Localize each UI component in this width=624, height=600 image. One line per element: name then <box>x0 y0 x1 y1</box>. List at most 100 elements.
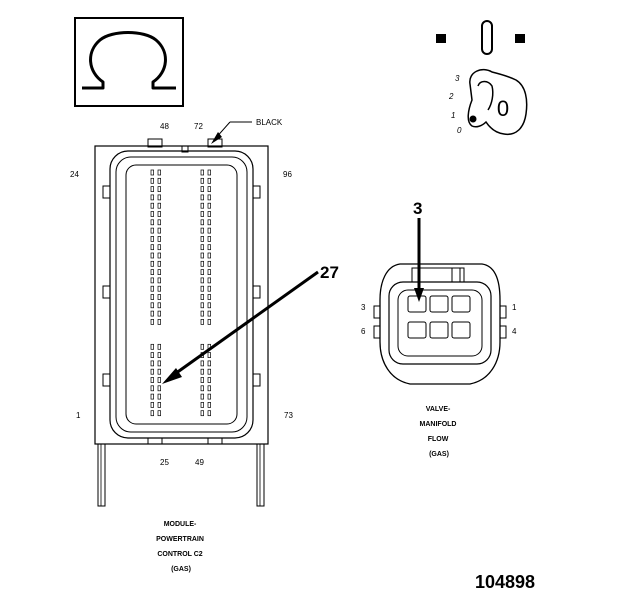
pin-cavity <box>207 202 211 209</box>
pin-cavity <box>200 269 204 275</box>
module-caption-line: POWERTRAIN <box>156 536 204 543</box>
pin-cavity <box>200 310 204 317</box>
pin-cavity <box>150 186 154 192</box>
valve-caption-line: (GAS) <box>429 451 449 458</box>
pin-label-73: 73 <box>284 411 293 420</box>
pin-cavity <box>157 368 161 375</box>
pin-cavity <box>207 294 211 300</box>
cavity-5 <box>429 321 449 339</box>
pin-cavity <box>150 194 154 201</box>
pin-cavity <box>200 260 204 267</box>
callout-label-27: 27 <box>320 263 339 282</box>
valve-connector: 3 3 1 6 4 VALVE- MANIFOLD FLOW (GAS) <box>361 199 517 458</box>
key-slot-right-icon <box>515 34 525 43</box>
pin-cavity <box>200 385 204 392</box>
key-position-3: 3 <box>455 74 460 83</box>
pin-cavity <box>157 169 161 176</box>
callout-arrow-27 <box>171 270 319 378</box>
module-caption-line: (GAS) <box>171 566 191 573</box>
pin-cavity <box>150 177 154 184</box>
pin-cavity <box>207 269 211 275</box>
pin-cavity <box>150 393 154 400</box>
pin-cavity <box>150 377 154 383</box>
pin-cavity <box>207 252 211 259</box>
pin-cavity <box>157 393 161 400</box>
pin-cavity <box>207 169 211 176</box>
pin-cavity <box>157 319 161 325</box>
pin-cavity <box>157 227 161 234</box>
pin-cavity <box>150 277 154 284</box>
pin-cavity <box>207 236 211 242</box>
pin-cavity <box>150 302 154 309</box>
cavity-4 <box>451 321 471 339</box>
pin-cavity <box>157 310 161 317</box>
pin-cavity <box>150 360 154 367</box>
ohm-icon <box>82 31 176 90</box>
pin-cavity <box>157 219 161 226</box>
pin-cavities <box>150 169 211 417</box>
pin-cavity <box>150 227 154 234</box>
pin-cavity <box>207 393 211 400</box>
pin-cavity <box>200 360 204 367</box>
pin-cavity <box>207 377 211 383</box>
pin-cavity <box>150 219 154 226</box>
pin-cavity <box>150 343 154 350</box>
valve-pin-label-6: 6 <box>361 327 366 336</box>
pin-cavity <box>157 302 161 309</box>
figure-number: 104898 <box>475 572 535 592</box>
pin-cavity <box>157 211 161 217</box>
pin-cavity <box>150 260 154 267</box>
valve-cavities <box>407 295 471 339</box>
pin-cavity <box>200 236 204 242</box>
pin-cavity <box>157 252 161 259</box>
ignition-key-switch: 0 3 2 1 0 <box>436 20 528 136</box>
pin-cavity <box>207 244 211 251</box>
pin-cavity <box>207 177 211 184</box>
pin-cavity <box>157 410 161 417</box>
pin-label-72: 72 <box>194 122 203 131</box>
valve-caption-line: MANIFOLD <box>420 421 457 428</box>
pin-cavity <box>207 211 211 217</box>
pin-cavity <box>157 277 161 284</box>
pin-cavity <box>150 385 154 392</box>
pin-cavity <box>150 319 154 325</box>
pin-cavity <box>207 277 211 284</box>
pin-cavity <box>207 260 211 267</box>
key-position-2: 2 <box>448 92 454 101</box>
valve-pin-label-4: 4 <box>512 327 517 336</box>
pin-cavity <box>207 385 211 392</box>
pin-cavity <box>207 319 211 325</box>
pin-cavity <box>200 285 204 292</box>
pin-cavity <box>150 310 154 317</box>
module-caption-line: CONTROL C2 <box>157 551 202 558</box>
ohmmeter-symbol: Ω <box>74 17 184 107</box>
pin-cavity <box>150 211 154 217</box>
valve-caption-line: VALVE- <box>426 406 451 413</box>
pin-cavity <box>207 302 211 309</box>
pin-cavity <box>157 402 161 408</box>
pin-cavity <box>200 244 204 251</box>
pin-cavity <box>200 302 204 309</box>
cavity-1 <box>451 295 471 313</box>
pin-cavity <box>200 211 204 217</box>
module-caption: MODULE- POWERTRAIN CONTROL C2 (GAS) <box>156 521 206 573</box>
pin-cavity <box>157 177 161 184</box>
pin-cavity <box>207 194 211 201</box>
key-label: 0 <box>497 96 509 121</box>
key-position-dot-icon <box>469 115 477 123</box>
key-slot-center-icon <box>481 20 493 55</box>
valve-pin-label-1: 1 <box>512 303 517 312</box>
pin-cavity <box>207 352 211 358</box>
pin-label-25: 25 <box>160 458 169 467</box>
pin-cavity <box>207 368 211 375</box>
pin-cavity <box>157 202 161 209</box>
pin-label-48: 48 <box>160 122 169 131</box>
pin-cavity <box>200 294 204 300</box>
pin-cavity <box>157 343 161 350</box>
pin-cavity <box>157 385 161 392</box>
pin-cavity <box>157 260 161 267</box>
pin-cavity <box>200 343 204 350</box>
pin-cavity <box>157 236 161 242</box>
pin-cavity <box>207 285 211 292</box>
